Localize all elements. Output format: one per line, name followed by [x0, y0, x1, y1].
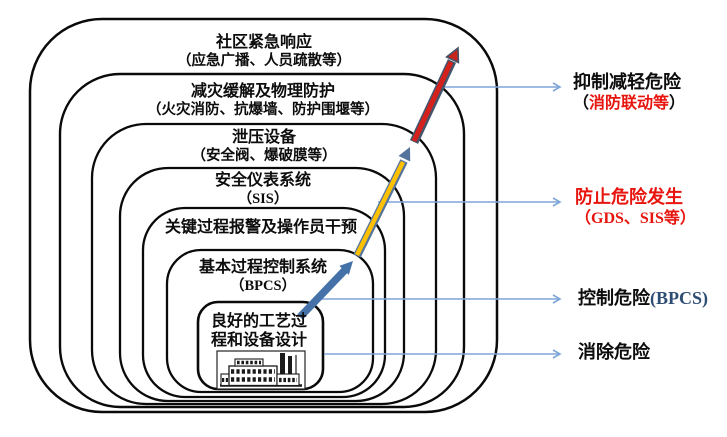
label-text: 控制危险	[578, 288, 650, 308]
ring-label-critical-alarms: 关键过程报警及操作员干预	[165, 218, 357, 237]
label-prevent-hazard: 防止危险发生 （GDS、SIS等）	[575, 187, 696, 229]
label-line1: 抑制减轻危险	[573, 72, 681, 92]
ring-label-line2: （安全阀、爆破膜等）	[191, 148, 337, 164]
ring-label-line2: （SIS）	[237, 191, 289, 207]
ring-label-line1: 关键过程报警及操作员干预	[164, 219, 358, 236]
ring-label-line2: （应急广播、人员疏散等）	[177, 53, 351, 69]
label-control-hazard: 控制危险(BPCS)	[578, 288, 708, 309]
label-text: 消除危险	[578, 342, 650, 362]
ring-label-pressure-relief: 泄压设备 （安全阀、爆破膜等）	[192, 128, 337, 166]
factory-icon	[216, 350, 306, 390]
ring-label-line1: 良好的工艺过	[210, 313, 308, 330]
ring-label-mitigation-physical-protection: 减灾缓解及物理防护 （火灾消防、抗爆墙、防护围堰等）	[147, 82, 379, 120]
ring-label-safety-instrumented-system: 安全仪表系统 （SIS）	[215, 171, 311, 209]
ring-label-line1: 减灾缓解及物理防护	[190, 83, 335, 100]
label-suppress-mitigate-hazard: 抑制减轻危险 （消防联动等）	[573, 72, 685, 114]
ring-label-good-design: 良好的工艺过 程和设备设计	[211, 312, 307, 350]
label-eliminate-hazard: 消除危险	[578, 342, 650, 363]
ring-label-line1: 安全仪表系统	[214, 172, 312, 189]
ring-label-line2: 程和设备设计	[210, 332, 308, 349]
highlight-text: 消防联动等	[589, 95, 670, 112]
ring-label-line1: 社区紧急响应	[215, 34, 312, 51]
label-suffix: (BPCS)	[650, 288, 708, 308]
paren-open: （	[573, 95, 590, 112]
label-line1: 防止危险发生	[575, 187, 683, 207]
yellow-escalation-arrow	[353, 147, 411, 258]
ring-label-line1: 泄压设备	[231, 129, 296, 146]
label-line2: （消防联动等）	[573, 93, 685, 114]
paren-close: ）	[669, 95, 686, 112]
ring-label-community-emergency-response: 社区紧急响应 （应急广播、人员疏散等）	[177, 33, 351, 71]
ring-label-line2: （火灾消防、抗爆墙、防护围堰等）	[147, 102, 379, 118]
red-escalation-arrow	[409, 46, 460, 144]
ring-label-line1: 基本过程控制系统	[198, 259, 328, 276]
label-line2: （GDS、SIS等）	[575, 210, 696, 227]
ring-label-line2: （BPCS）	[229, 278, 297, 294]
blue-escalation-arrow	[297, 261, 353, 320]
ring-label-bpcs: 基本过程控制系统 （BPCS）	[199, 258, 327, 296]
